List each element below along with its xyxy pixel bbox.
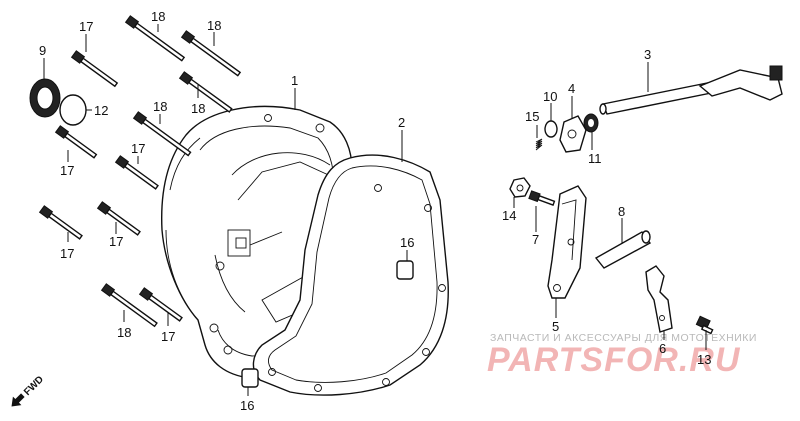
- callout-18: 18: [117, 325, 131, 340]
- callout-8: 8: [618, 204, 625, 219]
- callout-16: 16: [400, 235, 414, 250]
- lever-bolt: [528, 190, 556, 206]
- spindle-seal: [583, 113, 599, 133]
- callout-18: 18: [153, 99, 167, 114]
- callout-18: 18: [151, 9, 165, 24]
- callout-2: 2: [398, 115, 405, 130]
- callout-4: 4: [568, 81, 575, 96]
- callout-5: 5: [552, 319, 559, 334]
- callout-15: 15: [525, 109, 539, 124]
- o-ring: [59, 94, 87, 126]
- callout-14: 14: [502, 208, 516, 223]
- leader-lines: [43, 24, 707, 396]
- bolts: [38, 15, 242, 328]
- callout-18: 18: [207, 18, 221, 33]
- shift-spindle: [599, 65, 783, 115]
- fwd-arrow: FWD: [11, 374, 46, 407]
- callout-11: 11: [588, 151, 602, 166]
- fwd-label: FWD: [22, 374, 46, 398]
- callout-13: 13: [697, 352, 711, 367]
- small-bolt: [695, 315, 714, 335]
- callout-17: 17: [79, 19, 93, 34]
- callout-18: 18: [191, 101, 205, 116]
- callout-17: 17: [109, 234, 123, 249]
- callout-17: 17: [131, 141, 145, 156]
- callout-17: 17: [60, 163, 74, 178]
- oil-seal: [29, 78, 61, 118]
- watermark-brand: PARTSFOR.RU: [487, 341, 741, 379]
- callout-6: 6: [659, 341, 666, 356]
- collar: [559, 115, 587, 153]
- watermark-subtitle: ЗАПЧАСТИ И АКСЕССУАРЫ ДЛЯ МОТОТЕХНИКИ: [490, 332, 757, 344]
- callout-16: 16: [240, 398, 254, 413]
- stopper-plate: [645, 265, 673, 333]
- washer: [544, 120, 558, 138]
- nut: [509, 177, 531, 198]
- spring: [535, 138, 543, 151]
- pin: [594, 230, 652, 269]
- cover-gasket: [252, 154, 449, 396]
- callout-9: 9: [39, 43, 46, 58]
- callout-7: 7: [532, 232, 539, 247]
- callout-10: 10: [543, 89, 557, 104]
- callout-17: 17: [161, 329, 175, 344]
- callout-17: 17: [60, 246, 74, 261]
- callout-1: 1: [291, 73, 298, 88]
- callout-3: 3: [644, 47, 651, 62]
- dowel-pin-upper: [396, 260, 414, 280]
- callout-12: 12: [94, 103, 108, 118]
- shift-arm: [547, 185, 587, 299]
- dowel-pin-lower: [241, 368, 259, 388]
